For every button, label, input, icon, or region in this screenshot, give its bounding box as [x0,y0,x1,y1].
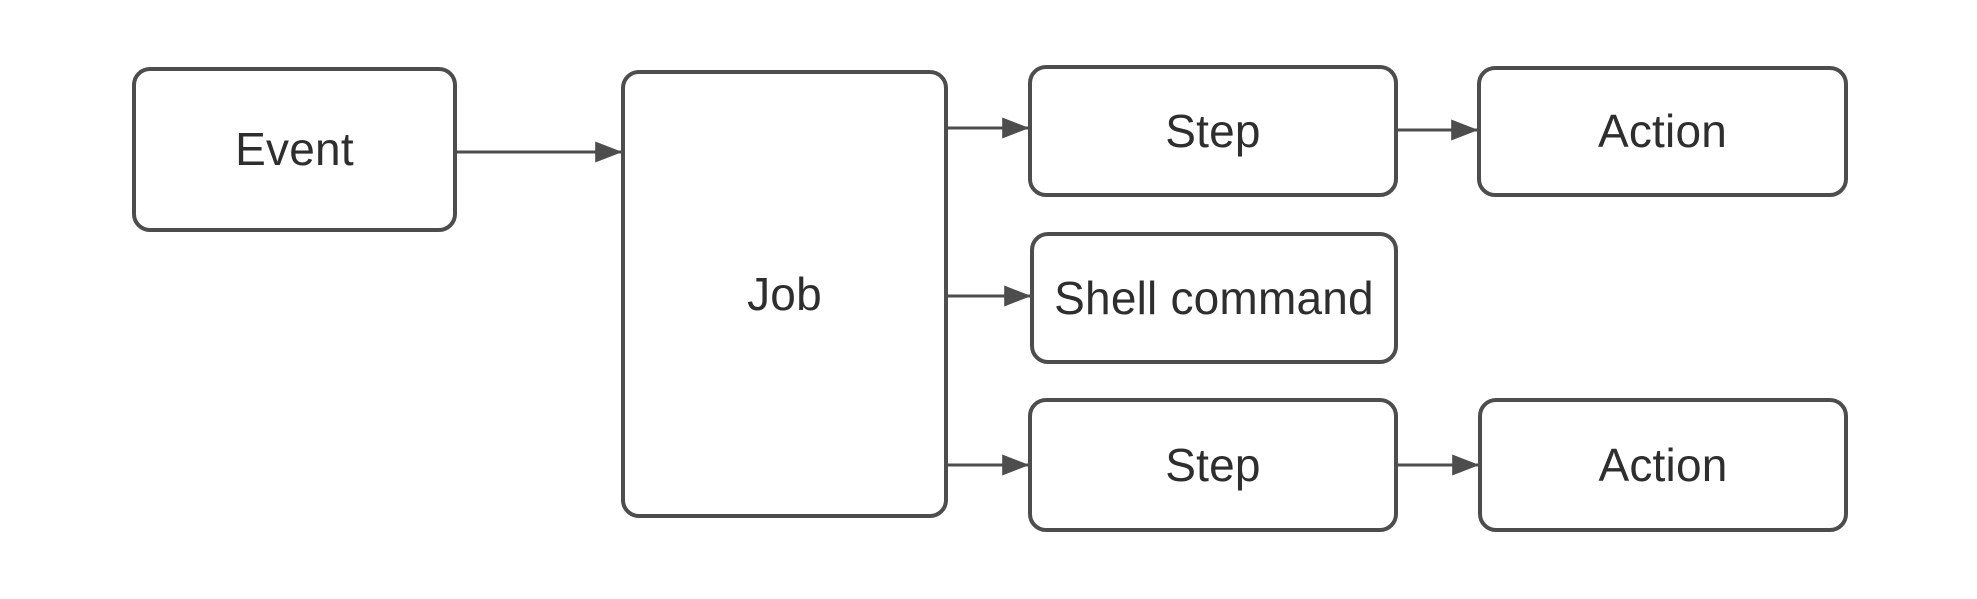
node-step-top[interactable]: Step [1028,65,1398,197]
node-event-label: Event [235,123,354,176]
node-action-top-label: Action [1597,105,1728,158]
node-action-bottom-label: Action [1598,438,1728,491]
node-event[interactable]: Event [132,67,457,232]
node-action-top[interactable]: Action [1477,66,1848,197]
node-shell-command[interactable]: Shell command [1030,232,1398,364]
node-job-label: Job [747,267,822,320]
node-step-bottom[interactable]: Step [1028,398,1398,532]
node-shell-command-label: Shell command [1054,271,1374,324]
node-step-bottom-label: Step [1165,438,1261,491]
node-step-top-label: Step [1165,104,1261,157]
node-action-bottom[interactable]: Action [1478,398,1848,532]
node-job[interactable]: Job [621,70,948,518]
